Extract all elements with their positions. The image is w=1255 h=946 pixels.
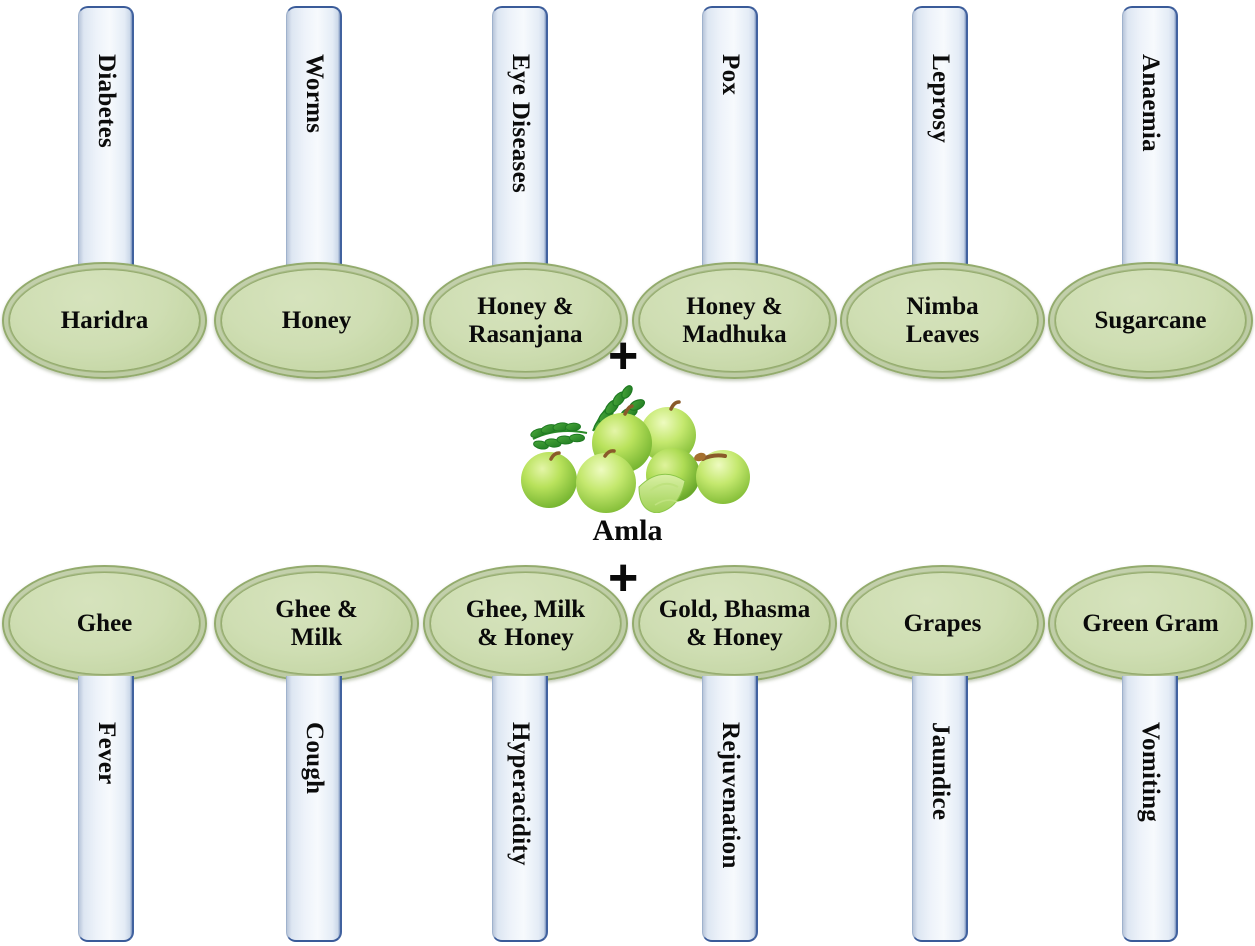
- remedy-oval-haridra[interactable]: Haridra: [2, 262, 207, 379]
- disease-bar-label: Vomiting: [1136, 722, 1164, 823]
- amla-berry: [640, 407, 696, 463]
- remedy-oval-label: Sugarcane: [1094, 306, 1207, 334]
- disease-bar-rejuvenation[interactable]: Rejuvenation: [702, 676, 758, 942]
- disease-bar-label: Hyperacidity: [506, 722, 534, 866]
- remedy-oval-label: Grapes: [903, 609, 982, 637]
- remedy-oval-label: Honey & Rasanjana: [468, 292, 583, 348]
- disease-bar-jaundice[interactable]: Jaundice: [912, 676, 968, 942]
- disease-bar-label: Diabetes: [92, 54, 120, 149]
- remedy-oval-nimba-leaves[interactable]: Nimba Leaves: [840, 262, 1045, 379]
- disease-bar-label: Anaemia: [1136, 54, 1164, 152]
- remedy-oval-label: Nimba Leaves: [905, 292, 980, 348]
- disease-bar-hyperacidity[interactable]: Hyperacidity: [492, 676, 548, 942]
- remedy-oval-sugarcane[interactable]: Sugarcane: [1048, 262, 1253, 379]
- disease-bar-label: Rejuvenation: [716, 722, 744, 869]
- disease-bar-cough[interactable]: Cough: [286, 676, 342, 942]
- disease-bar-label: Eye Diseases: [506, 54, 534, 194]
- disease-bar-eye-diseases[interactable]: Eye Diseases: [492, 6, 548, 292]
- disease-bar-anaemia[interactable]: Anaemia: [1122, 6, 1178, 292]
- amla-caption: Amla: [592, 514, 663, 547]
- disease-bar-label: Cough: [300, 722, 328, 795]
- disease-bar-fever[interactable]: Fever: [78, 676, 134, 942]
- disease-bar-label: Worms: [300, 54, 328, 134]
- amla-cut-slice: [638, 473, 686, 513]
- remedy-oval-ghee-milk-honey[interactable]: Ghee, Milk & Honey: [423, 565, 628, 682]
- remedy-oval-label: Green Gram: [1082, 609, 1219, 637]
- remedy-oval-honey[interactable]: Honey: [214, 262, 419, 379]
- remedy-oval-label: Honey & Madhuka: [682, 292, 787, 348]
- disease-bar-label: Fever: [92, 722, 120, 785]
- amla-berry: [696, 450, 750, 504]
- disease-bar-pox[interactable]: Pox: [702, 6, 758, 292]
- amla-leaf-sprig-lower: [530, 422, 588, 450]
- disease-bar-label: Jaundice: [926, 722, 954, 821]
- remedy-oval-label: Honey: [281, 306, 352, 334]
- disease-bar-worms[interactable]: Worms: [286, 6, 342, 292]
- disease-bar-label: Pox: [716, 54, 744, 96]
- remedy-oval-ghee[interactable]: Ghee: [2, 565, 207, 682]
- disease-bar-vomiting[interactable]: Vomiting: [1122, 676, 1178, 942]
- remedy-oval-label: Ghee & Milk: [275, 595, 358, 651]
- remedy-oval-gold-bhasma-honey[interactable]: Gold, Bhasma & Honey: [632, 565, 837, 682]
- plus-sign-top: +: [608, 327, 639, 385]
- remedy-oval-green-gram[interactable]: Green Gram: [1048, 565, 1253, 682]
- remedy-oval-honey-madhuka[interactable]: Honey & Madhuka: [632, 262, 837, 379]
- amla-berry: [521, 452, 577, 508]
- remedy-oval-grapes[interactable]: Grapes: [840, 565, 1045, 682]
- remedy-oval-honey-rasanjana[interactable]: Honey & Rasanjana: [423, 262, 628, 379]
- remedy-oval-label: Gold, Bhasma & Honey: [658, 595, 811, 651]
- remedy-oval-label: Ghee, Milk & Honey: [465, 595, 586, 651]
- remedy-oval-label: Ghee: [76, 609, 133, 637]
- remedy-oval-ghee-milk[interactable]: Ghee & Milk: [214, 565, 419, 682]
- amla-fruit-cluster-image: [521, 385, 750, 513]
- disease-bar-label: Leprosy: [926, 54, 954, 144]
- disease-bar-leprosy[interactable]: Leprosy: [912, 6, 968, 292]
- disease-bar-diabetes[interactable]: Diabetes: [78, 6, 134, 292]
- amla-berry: [576, 453, 636, 513]
- remedy-oval-label: Haridra: [60, 306, 149, 334]
